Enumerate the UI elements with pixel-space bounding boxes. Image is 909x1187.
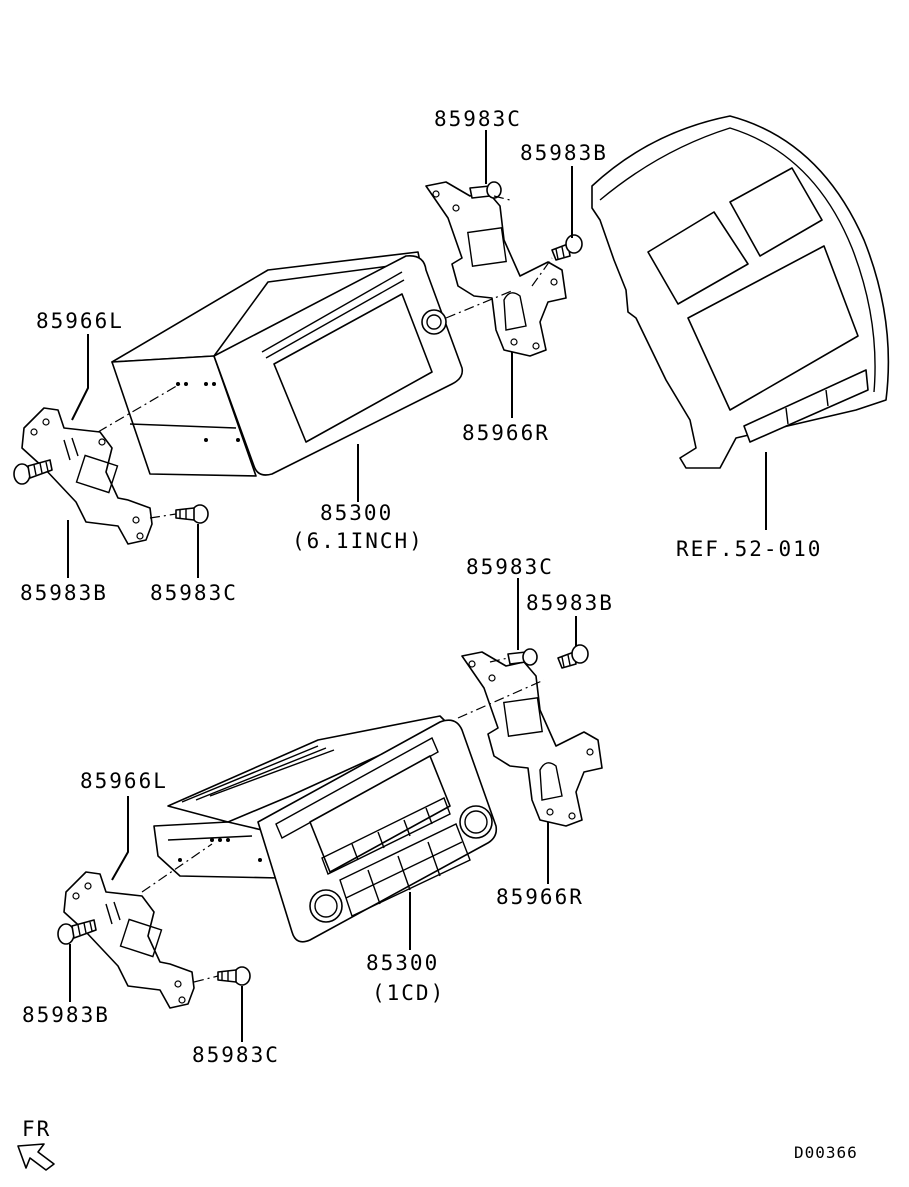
front-direction-arrow: [17, 1143, 55, 1171]
callout-bottom-screw-c: 85983C: [466, 555, 554, 579]
screw-85983c-top-left: [175, 504, 209, 524]
callout-top-left-screw-c: 85983C: [150, 581, 238, 605]
callout-top-unit-part: 85300: [320, 501, 393, 525]
callout-bottom-left-screw-c: 85983C: [192, 1043, 280, 1067]
bolt-85983b-bottom-left: [57, 919, 97, 945]
head-unit-6-1-inch: [111, 251, 464, 477]
right-bracket-bottom: [461, 651, 603, 827]
callout-top-screw-c: 85983C: [434, 107, 522, 131]
callout-bottom-unit-spec: (1CD): [372, 981, 445, 1005]
callout-top-right-bracket: 85966R: [462, 421, 550, 445]
callout-top-left-bracket: 85966L: [36, 309, 124, 333]
callout-top-unit-spec: (6.1INCH): [292, 529, 424, 553]
callout-bottom-right-bracket: 85966R: [496, 885, 584, 909]
front-direction-label: FR: [22, 1117, 51, 1141]
left-bracket-bottom: [63, 871, 195, 1009]
head-unit-1cd: [153, 715, 498, 943]
callout-panel-ref: REF.52-010: [676, 537, 822, 561]
callout-bottom-left-bracket: 85966L: [80, 769, 168, 793]
bolt-85983b-bottom: [557, 644, 589, 669]
left-bracket-top: [21, 407, 153, 545]
bolt-85983b-top: [551, 234, 583, 261]
right-bracket-top: [425, 181, 567, 357]
callout-bottom-unit-part: 85300: [366, 951, 439, 975]
callout-bottom-left-bolt-b: 85983B: [22, 1003, 110, 1027]
callout-top-bolt-b: 85983B: [520, 141, 608, 165]
screw-85983c-bottom-left: [217, 966, 251, 986]
callout-bottom-bolt-b: 85983B: [526, 591, 614, 615]
screw-85983c-top: [469, 181, 502, 199]
dash-panel-ref-52-010: [591, 115, 890, 469]
bolt-85983b-top-left: [13, 459, 53, 485]
screw-85983c-bottom: [507, 648, 538, 666]
callout-top-left-bolt-b: 85983B: [20, 581, 108, 605]
diagram-code: D00366: [794, 1143, 858, 1162]
